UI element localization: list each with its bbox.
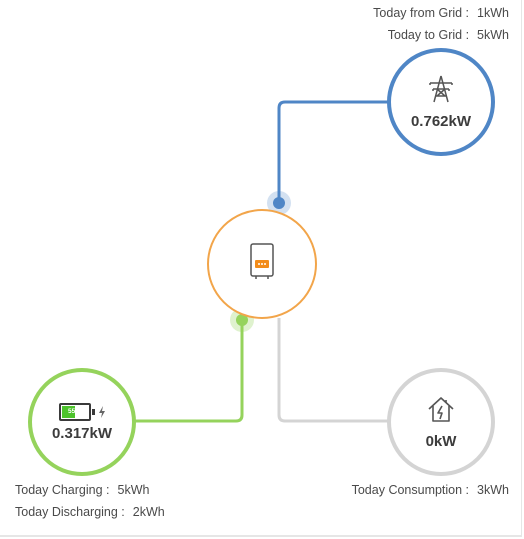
today-discharging-value: 2kWh (132, 505, 165, 519)
battery-node[interactable]: 55% 0.317kW (28, 368, 136, 476)
inverter-node[interactable] (207, 209, 317, 319)
today-from-grid-value: 1kWh (477, 6, 509, 20)
today-consumption-value: 3kWh (477, 483, 509, 497)
today-consumption-label: Today Consumption : (351, 483, 470, 497)
house-lightning-icon (426, 394, 456, 429)
today-to-grid-label: Today to Grid : (387, 28, 470, 42)
today-from-grid-label: Today from Grid : (373, 6, 470, 20)
grid-power: 0.762kW (410, 113, 472, 130)
lightning-bolt-icon (98, 405, 105, 418)
today-to-grid: Today to Grid : 5kWh (388, 28, 509, 42)
today-discharging-label: Today Discharging : (15, 505, 125, 519)
battery-level-fill (61, 405, 75, 418)
battery-level-text: 55% (67, 408, 81, 415)
battery-level-bar: 55% (58, 402, 91, 421)
home-flow-line (277, 318, 389, 423)
today-charging-value: 5kWh (117, 483, 150, 497)
today-charging: Today Charging : 5kWh (15, 483, 149, 497)
today-consumption: Today Consumption : 3kWh (352, 483, 509, 497)
grid-flow-dot (273, 197, 285, 209)
battery-tip (91, 408, 95, 415)
grid-flow-line (277, 100, 389, 203)
today-charging-label: Today Charging : (15, 483, 110, 497)
today-from-grid: Today from Grid : 1kWh (373, 6, 509, 20)
grid-node[interactable]: 0.762kW (387, 48, 495, 156)
today-to-grid-value: 5kWh (477, 28, 509, 42)
battery-charging-icon: 55% (58, 402, 106, 421)
battery-flow-dot (236, 314, 248, 326)
home-node[interactable]: 0kW (387, 368, 495, 476)
inverter-icon (248, 242, 276, 287)
today-discharging: Today Discharging : 2kWh (15, 505, 165, 519)
battery-power: 0.317kW (51, 424, 113, 442)
battery-flow-line (134, 320, 244, 423)
home-power: 0kW (425, 433, 457, 450)
transmission-tower-icon (426, 74, 456, 109)
